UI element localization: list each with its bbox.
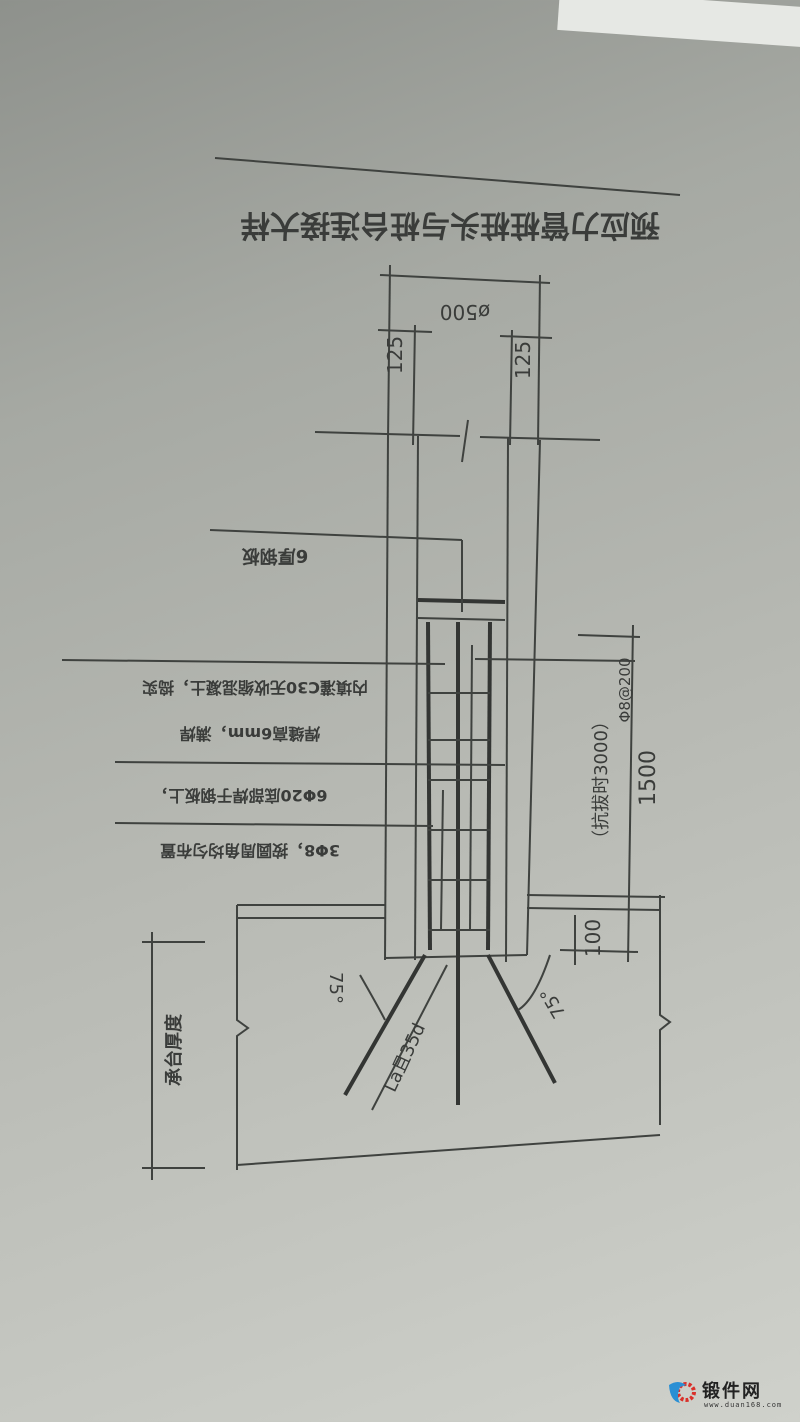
- title-underline: [214, 157, 681, 196]
- note-ring-bars: 3Φ8，按圆周角均匀布置: [160, 841, 340, 860]
- drawing-title: 预应力管桩桩头与桩台连接大样: [240, 207, 660, 242]
- dim-anchor-length: La且35d: [380, 1020, 430, 1095]
- note-weld: 焊缝高6mm，满焊: [180, 724, 320, 743]
- anchor-bars: [343, 954, 557, 1111]
- logo-gear-icon: [669, 1382, 696, 1403]
- dim-line-diameter: [379, 274, 551, 284]
- logo-name: 锻件网: [702, 1381, 762, 1402]
- dim-wall-right: 125: [511, 341, 535, 379]
- watermark-logo: 锻件网 www.duan168.com: [662, 1375, 800, 1415]
- pipe-pile: [314, 419, 601, 963]
- angle-left: 75°: [325, 972, 346, 1004]
- note-stirrup: Φ8@200: [616, 658, 634, 723]
- angle-right: 75°: [536, 984, 570, 1022]
- dim-wall-left: 125: [383, 336, 407, 374]
- dim-embed: 100: [581, 919, 605, 957]
- note-main-bars: 6Φ20底部焊于钢板上，: [152, 786, 327, 805]
- label-cap-thickness: 承台厚度: [163, 1013, 185, 1086]
- leader-steel-plate: [209, 529, 463, 541]
- reinforcement-cage: [426, 621, 492, 1105]
- note-steel-plate: 6厚钢板: [241, 545, 309, 567]
- dim-plug-length: 1500: [636, 750, 661, 806]
- dim-plug-length-uplift: （抗拔时3000）: [591, 712, 612, 848]
- pile-cap-outline: [236, 895, 672, 1170]
- logo-url: www.duan168.com: [704, 1401, 783, 1409]
- dim-diameter: ø500: [440, 300, 490, 324]
- cap-top-right: [526, 894, 666, 898]
- note-concrete-fill: 内填灌C30无收缩混凝土，捣实: [142, 678, 368, 697]
